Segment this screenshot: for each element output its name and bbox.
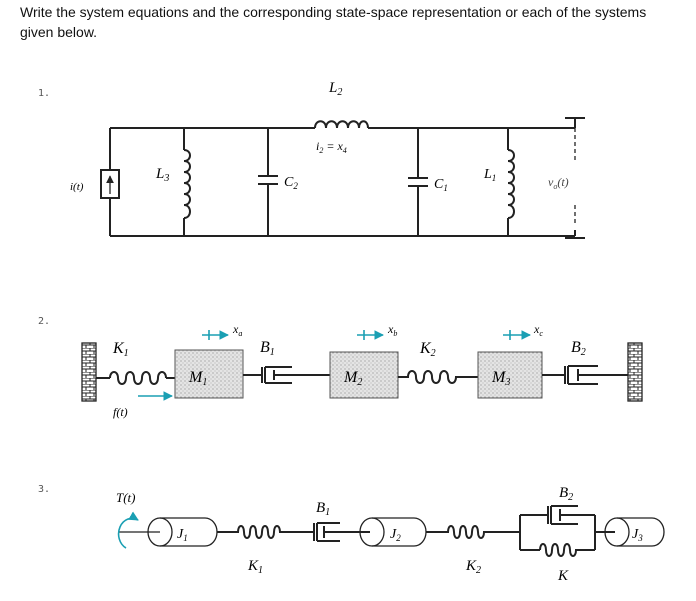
label-torque: T(t) — [116, 490, 136, 505]
label-xc: xc — [533, 322, 543, 338]
label-j2: J2 — [390, 527, 401, 543]
label-c2: C2 — [284, 175, 298, 191]
xa-arrow-icon — [202, 330, 228, 340]
label-l3: L3 — [155, 166, 169, 184]
problem-3-number: 3. — [38, 484, 51, 495]
label-b1: B1 — [260, 339, 275, 358]
label-k-rot: K — [557, 568, 569, 584]
label-k2-rot: K2 — [465, 558, 481, 576]
vo-top-terminal — [565, 117, 585, 128]
label-k1-rot: K1 — [247, 558, 263, 576]
rotational-system-diagram — [117, 505, 665, 557]
label-source-current: i(t) — [70, 181, 84, 193]
inertia-j1 — [147, 517, 218, 547]
label-current-i2-x4: i2 = x4 — [316, 139, 347, 155]
damper-b1 — [243, 366, 330, 384]
translational-system-diagram — [81, 330, 643, 402]
label-j1: J1 — [177, 527, 188, 543]
mass-m1 — [174, 349, 244, 399]
label-b2: B2 — [571, 339, 586, 358]
problem-prompt: Write the system equations and the corre… — [20, 4, 647, 40]
j2-face — [371, 517, 385, 547]
label-m2: M2 — [343, 369, 362, 388]
vo-bottom-terminal — [565, 230, 585, 239]
label-j3: J3 — [632, 527, 643, 543]
label-force: f(t) — [113, 405, 128, 419]
left-wall — [81, 342, 97, 402]
rot-spring-k1 — [217, 525, 296, 539]
problem-2-number: 2. — [38, 316, 51, 327]
label-k1: K1 — [112, 340, 129, 359]
inductor-l1 — [507, 149, 515, 219]
inductor-l2 — [314, 120, 369, 129]
circuit-diagram — [100, 117, 585, 239]
torque-arrow-icon — [117, 511, 139, 549]
spring-k2 — [398, 370, 478, 384]
j1-face — [159, 517, 173, 547]
current-source — [100, 169, 120, 199]
label-m1: M1 — [188, 369, 207, 388]
xb-arrow-icon — [357, 330, 383, 340]
parallel-junction-left — [519, 514, 540, 551]
label-c1: C1 — [434, 177, 448, 193]
inertia-j2 — [359, 517, 427, 547]
j3-face — [616, 517, 630, 547]
damper-b2 — [542, 365, 628, 385]
problem-1-number: 1. — [38, 88, 51, 99]
label-m3: M3 — [491, 369, 510, 388]
mass-m3 — [477, 351, 543, 399]
label-xa: xa — [232, 322, 242, 338]
mass-m2 — [329, 351, 399, 399]
label-xb: xb — [387, 322, 397, 338]
rot-spring-k — [539, 543, 595, 557]
label-b1-rot: B1 — [316, 500, 330, 518]
label-b2-rot: B2 — [559, 485, 573, 503]
capacitor-c2 — [258, 175, 278, 185]
rot-damper-b1 — [296, 522, 370, 542]
right-wall — [627, 342, 643, 402]
rot-damper-b2 — [538, 505, 595, 525]
xc-arrow-icon — [503, 330, 530, 340]
inductor-l3 — [183, 149, 191, 219]
label-l2: L2 — [328, 80, 342, 98]
rot-spring-k2 — [426, 525, 520, 539]
spring-k1 — [109, 371, 167, 385]
capacitor-c1 — [408, 177, 428, 187]
label-vo: vo(t) — [548, 175, 569, 191]
label-l1: L1 — [483, 167, 496, 183]
label-k2: K2 — [419, 340, 436, 359]
inertia-j3 — [604, 517, 665, 547]
